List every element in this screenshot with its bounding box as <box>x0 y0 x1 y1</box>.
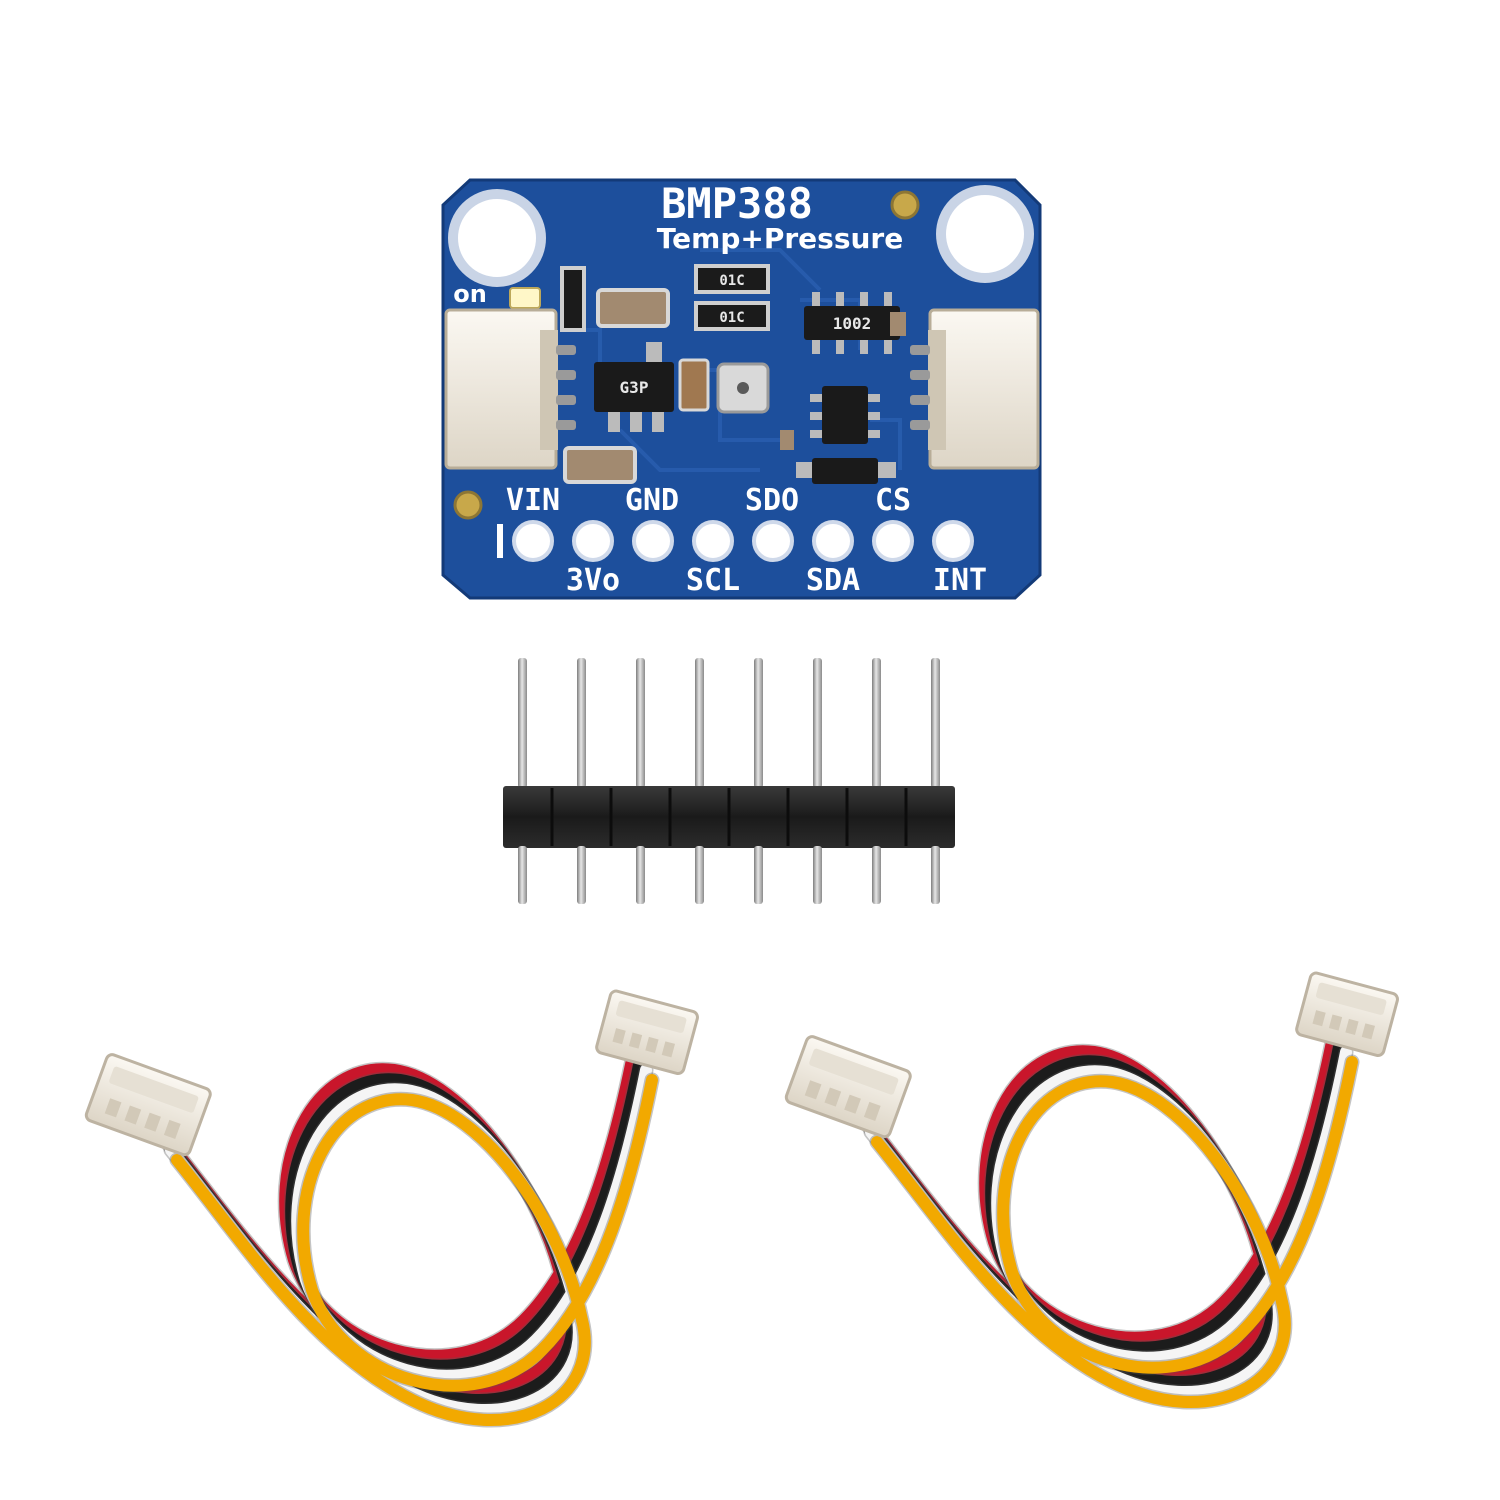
transistor <box>796 458 896 484</box>
header-pin-bottom <box>636 846 645 904</box>
bmp388-sensor-chip <box>716 362 770 414</box>
pin-hole <box>632 520 674 562</box>
header-pin-top <box>695 658 704 788</box>
header-pin-bottom <box>813 846 822 904</box>
pin-label-scl: SCL <box>686 563 740 598</box>
cable-wire <box>871 1056 1358 1409</box>
cable-wire <box>865 1046 1352 1399</box>
resistor-top: 01C <box>694 264 770 294</box>
power-led <box>509 287 541 309</box>
capacitor-small-2 <box>780 430 794 450</box>
board-title: BMP388 <box>661 179 813 228</box>
pin-hole <box>692 520 734 562</box>
pin1-marker <box>497 524 503 558</box>
pin-label-sda: SDA <box>806 563 860 598</box>
pin-label-int: INT <box>933 563 987 598</box>
pin-labels-top: VIN GND SDO CS <box>506 483 911 518</box>
header-pin-top <box>813 658 822 788</box>
mounting-hole-right <box>936 185 1034 283</box>
voltage-regulator: G3P <box>594 342 674 432</box>
stemma-connector-left <box>444 308 576 470</box>
header-separators <box>550 788 908 846</box>
regulator-label: G3P <box>620 378 649 397</box>
header-pin-top <box>872 658 881 788</box>
header-pins-bottom <box>518 846 940 904</box>
pin-hole <box>572 520 614 562</box>
header-pin-bottom <box>872 846 881 904</box>
header-pin-top <box>754 658 763 788</box>
capacitor-top <box>596 288 670 328</box>
header-pin-top <box>577 658 586 788</box>
header-pin-top <box>931 658 940 788</box>
resistor-mid: 01C <box>694 301 770 331</box>
pin-header-8pos <box>503 658 955 904</box>
pin-holes <box>512 520 974 562</box>
header-pin-bottom <box>577 846 586 904</box>
cable-wire <box>171 1074 658 1427</box>
pin-hole <box>512 520 554 562</box>
power-led-label: on <box>453 280 487 308</box>
pin-label-gnd: GND <box>625 483 679 518</box>
jst-plug-right <box>595 989 699 1075</box>
jst-plug-right <box>1295 971 1399 1057</box>
mounting-hole-left <box>448 189 546 287</box>
pin-label-vin: VIN <box>506 483 560 518</box>
pin-label-cs: CS <box>875 483 911 518</box>
pin-label-3vo: 3Vo <box>566 563 620 598</box>
cable-wire <box>165 1064 652 1417</box>
jst-plug-left <box>84 1053 212 1157</box>
header-pin-top <box>636 658 645 788</box>
jst-cable-left <box>84 989 699 1428</box>
jst-plug-left <box>784 1035 912 1139</box>
resistor-array: 1002 <box>804 292 900 354</box>
pin-hole <box>752 520 794 562</box>
header-pin-bottom <box>931 846 940 904</box>
bmp388-breakout-board: BMP388 Temp+Pressure on <box>441 178 1042 600</box>
board-subtitle: Temp+Pressure <box>657 222 903 255</box>
fiducial-top <box>890 190 920 220</box>
resistor-mid-label: 01C <box>719 310 744 326</box>
stemma-connector-right <box>910 308 1040 470</box>
level-shifter-chip <box>810 386 880 444</box>
pin-labels-bottom: 3Vo SCL SDA INT <box>566 563 987 598</box>
pin-label-sdo: SDO <box>745 483 799 518</box>
capacitor-bottom <box>563 446 637 484</box>
resistor-top-label: 01C <box>719 273 744 289</box>
header-pins-top <box>518 658 940 788</box>
capacitor-mid <box>678 358 710 412</box>
header-pin-bottom <box>518 846 527 904</box>
fiducial-bottom <box>453 490 483 520</box>
pin-hole <box>872 520 914 562</box>
resistor-array-label: 1002 <box>833 314 872 333</box>
pin-hole <box>812 520 854 562</box>
jst-cable-right <box>784 971 1399 1410</box>
capacitor-small-1 <box>890 312 906 336</box>
resistor-left <box>560 266 586 332</box>
header-pin-bottom <box>695 846 704 904</box>
header-pin-top <box>518 658 527 788</box>
header-pin-bottom <box>754 846 763 904</box>
pin-hole <box>932 520 974 562</box>
